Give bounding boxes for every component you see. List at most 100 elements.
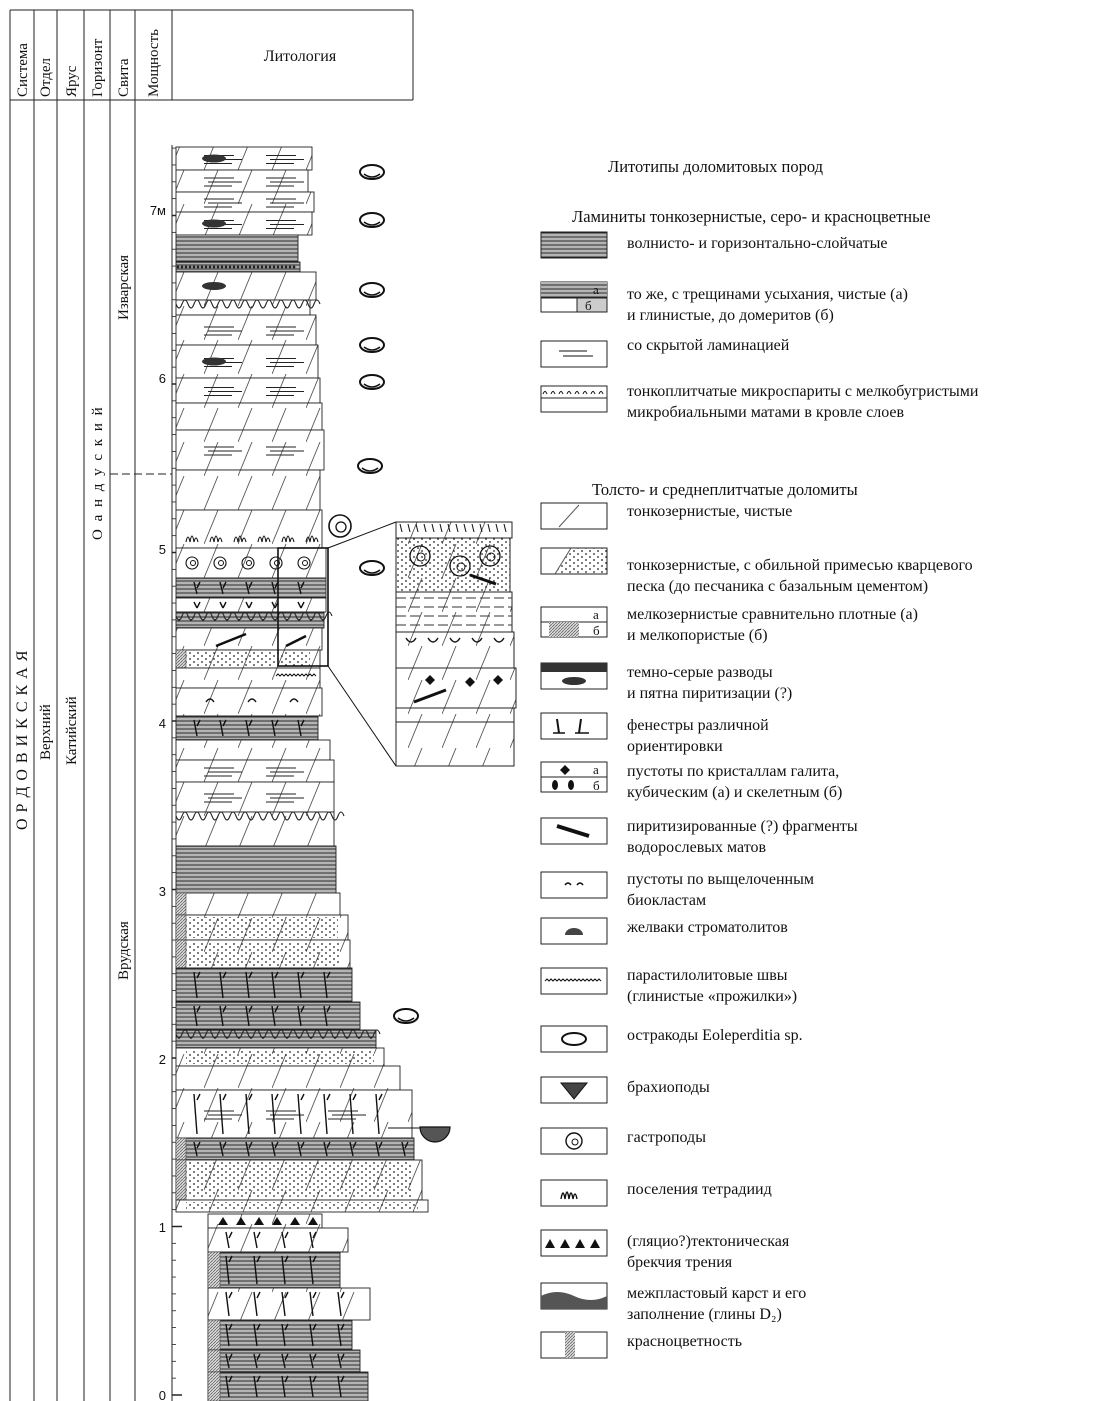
legend-item-label: водорослевых матов — [627, 839, 767, 856]
lithology-bed — [175, 1137, 415, 1161]
header-stage: Ярус — [64, 65, 80, 97]
legend-tag-a: а — [593, 762, 599, 777]
legend-tag-b: б — [593, 623, 600, 638]
suite-upper-label: Изварская — [116, 255, 132, 320]
legend-item-label: темно-серые разводы — [627, 664, 773, 681]
legend-tag-b: б — [585, 298, 592, 313]
lithology-bed — [175, 146, 313, 171]
karst-icon — [540, 1282, 608, 1310]
fenestrae-icon — [540, 712, 608, 740]
legend-item-label: пустоты по кристаллам галита, — [627, 763, 839, 780]
legend-item-label: межпластовый карст и его — [627, 1285, 806, 1302]
horizon-label: О а н д у с к и й — [90, 405, 106, 540]
header-system: Система — [15, 43, 31, 97]
brachiopod-icon — [419, 1126, 451, 1143]
lithology-bed — [175, 191, 315, 213]
header-horizon: Горизонт — [90, 38, 106, 97]
legend-item-label: поселения тетрадиид — [627, 1181, 772, 1198]
scale-tick-label: 7м — [150, 203, 166, 218]
scale-tick-label: 2 — [159, 1052, 166, 1067]
red-color-icon — [540, 1331, 608, 1359]
gastropod-icon — [540, 1127, 608, 1155]
algal-mat-fragment-icon — [540, 817, 608, 845]
lithology-bed — [175, 577, 327, 599]
legend-item-label: и мелкопористые (б) — [627, 627, 768, 644]
legend-item-label: (гляцио?)тектоническая — [627, 1233, 790, 1250]
legend-item-label: парастилолитовые швы — [627, 967, 788, 984]
sandy-dolomite-icon — [540, 547, 608, 575]
lithology-bed — [175, 811, 335, 847]
legend-item-label: брахиоподы — [627, 1079, 710, 1096]
desiccation-cracks-icon: аб — [540, 281, 608, 313]
legend-tag-a: а — [593, 607, 599, 622]
legend-item-label: фенестры различной — [627, 717, 769, 734]
legend-title: Литотипы доломитовых пород — [608, 157, 824, 176]
series-label: Верхний — [38, 704, 54, 760]
legend-tag-a: а — [593, 282, 599, 297]
legend-item-label: песка (до песчаника с базальным цементом… — [627, 578, 928, 595]
header-lithology: Литология — [264, 48, 337, 65]
legend-item-label: заполнение (глины D₂) — [627, 1306, 782, 1323]
strat-labels: О Р Д О В И К С К А Я Верхний Катийский … — [14, 255, 172, 980]
legend-item-label: гастроподы — [627, 1129, 706, 1146]
legend-item-label: желваки строматолитов — [626, 919, 788, 936]
header-series: Отдел — [38, 58, 54, 97]
lithology-bed — [175, 509, 323, 549]
legend-item-label: со скрытой ламинацией — [627, 337, 790, 354]
lithology-bed — [175, 344, 319, 379]
scale-tick-label: 3 — [159, 884, 166, 899]
legend-group-dolomites: Толсто- и среднеплитчатые доломиты — [592, 480, 858, 499]
porous-dolomite-icon: аб — [540, 606, 608, 638]
lithology-bed — [175, 377, 321, 404]
legend-item-label: тонкоплитчатые микроспариты с мелкобугри… — [627, 383, 979, 400]
legend-item-label: то же, с трещинами усыхания, чистые (а) — [627, 286, 908, 303]
header-suite: Свита — [116, 58, 132, 97]
legend-item-label: и пятна пиритизации (?) — [627, 685, 792, 702]
stromatolite-icon — [540, 917, 608, 945]
legend-item-label: и глинистые, до домеритов (б) — [627, 307, 834, 324]
legend-item-label: остракоды Eoleperditia sp. — [627, 1027, 803, 1044]
legend-group-laminites: Ламиниты тонкозернистые, серо- и красноц… — [572, 207, 931, 226]
lithology-bed — [175, 845, 337, 894]
lithology-bed — [207, 1227, 349, 1253]
lithology-bed — [175, 402, 323, 431]
legend-item-label: пустоты по выщелоченным — [627, 871, 814, 888]
lithology-bed — [175, 1065, 401, 1091]
lithology-bed — [175, 967, 353, 1003]
legend-item-label: мелкозернистые сравнительно плотные (а) — [627, 606, 918, 623]
legend-item-label: тонкозернистые, с обильной примесью квар… — [627, 557, 973, 574]
lithology-bed — [175, 271, 317, 301]
lithology-bed — [175, 739, 331, 761]
lithology-bed — [175, 759, 335, 783]
header-table: Система Отдел Ярус Горизонт Свита Мощнос… — [9, 9, 414, 1401]
legend: Литотипы доломитовых пород Ламиниты тонк… — [540, 157, 979, 1359]
lithology-bed — [175, 211, 313, 236]
tetradiid-icon — [540, 1179, 608, 1207]
bioclast-voids-icon — [540, 871, 608, 899]
scale-tick-label: 0 — [159, 1388, 166, 1401]
suite-lower-label: Врудская — [116, 921, 132, 980]
fine-dolomite-icon — [540, 502, 608, 530]
lithology-bed — [175, 1089, 413, 1139]
lithology-bed — [175, 234, 299, 263]
lithology-bed — [175, 781, 335, 813]
halite-voids-icon: аб — [540, 761, 608, 793]
legend-item-label: пиритизированные (?) фрагменты — [627, 818, 858, 835]
lithology-bed — [175, 169, 309, 193]
microbial-mat-icon — [540, 385, 608, 413]
scale-tick-label: 6 — [159, 371, 166, 386]
legend-item-label: волнисто- и горизонтально-слойчатые — [627, 235, 887, 252]
ostracod-icon — [540, 1025, 608, 1053]
breccia-icon — [540, 1229, 608, 1257]
stage-label: Катийский — [64, 696, 80, 765]
legend-item-label: брекчия трения — [627, 1254, 733, 1271]
lithology-bed — [175, 1001, 361, 1031]
gastropod-icon — [328, 514, 352, 538]
hidden-lamination-icon — [540, 340, 608, 368]
system-label: О Р Д О В И К С К А Я — [14, 650, 31, 830]
legend-tag-b: б — [593, 778, 600, 793]
legend-item-label: (глинистые «прожилки») — [627, 988, 797, 1005]
legend-item-label: кубическим (а) и скелетным (б) — [627, 784, 842, 801]
legend-item-label: микробиальными матами в кровле слоев — [627, 404, 905, 421]
